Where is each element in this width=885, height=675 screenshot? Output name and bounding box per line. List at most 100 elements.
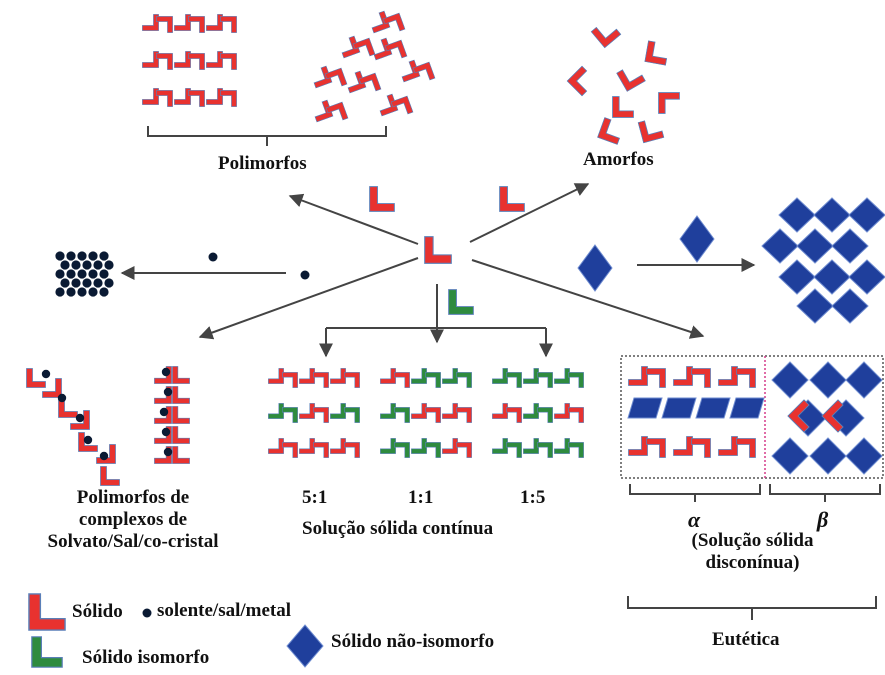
solvent-particle	[55, 287, 65, 297]
crystal-unit	[394, 372, 410, 388]
crystal-unit	[344, 442, 360, 458]
polymorph-grid-b	[309, 10, 436, 125]
solvent-particle	[82, 278, 92, 288]
polymorph-grid-a	[142, 14, 237, 107]
crystal-unit	[492, 368, 508, 384]
crystal-unit	[299, 403, 315, 419]
label-ratio-5-1: 5:1	[302, 487, 328, 508]
solvent-particle	[60, 278, 70, 288]
legend-isomorph-icon	[31, 636, 63, 668]
crystal-unit	[644, 40, 670, 66]
non-isomorph-unit	[813, 259, 851, 295]
solvent-particle	[88, 251, 98, 261]
crystal-unit	[100, 466, 120, 486]
crystal-unit	[282, 407, 298, 423]
solvent-particle	[71, 278, 81, 288]
non-isomorph-unit	[845, 437, 883, 475]
crystal-unit	[313, 372, 329, 388]
crystal-unit	[330, 403, 346, 419]
solvent-particle	[163, 387, 173, 397]
solvent-particle	[159, 407, 169, 417]
arrow-solid-left	[369, 186, 395, 212]
crystal-unit	[26, 368, 46, 388]
blue-layer	[695, 397, 731, 419]
blue-layer	[729, 397, 765, 419]
crystal-unit	[456, 372, 472, 388]
crystal-unit	[736, 438, 756, 458]
crystal-unit	[411, 403, 427, 419]
label-disc-line1: (Solução sólida	[691, 530, 814, 551]
crystal-unit	[425, 407, 441, 423]
crystal-unit	[282, 442, 298, 458]
solvent-particle	[163, 447, 173, 457]
solid-solution-5-1	[268, 368, 360, 458]
isomorph-solid	[448, 289, 474, 315]
crystal-unit	[299, 368, 315, 384]
crystal-unit	[568, 407, 584, 423]
crystal-unit	[590, 17, 622, 49]
solvent-particle	[93, 278, 103, 288]
solvent-particle	[66, 287, 76, 297]
crystal-unit	[616, 62, 646, 92]
solvent-particle	[88, 287, 98, 297]
label-complexos-line3: Solvato/Sal/co-cristal	[47, 530, 219, 552]
crystal-unit	[282, 372, 298, 388]
non-isomorph-unit	[809, 361, 847, 399]
solvent-dot-b	[300, 270, 310, 280]
crystal-unit	[313, 442, 329, 458]
eutetica-bracket	[627, 596, 877, 620]
crystal-unit	[394, 442, 410, 458]
crystal-unit	[566, 65, 598, 97]
non-isomorph-unit	[679, 215, 715, 263]
crystal-unit	[172, 426, 190, 444]
solvent-particle	[71, 260, 81, 270]
crystal-unit	[673, 366, 693, 386]
solvent-particle	[66, 251, 76, 261]
crystal-unit	[425, 372, 441, 388]
crystal-unit	[523, 403, 539, 419]
crystal-unit	[425, 442, 441, 458]
non-isomorph-unit	[771, 361, 809, 399]
diamond-single-b	[679, 215, 715, 263]
label-eutetica: Eutética	[712, 629, 780, 650]
crystal-unit	[172, 386, 190, 404]
crystal-unit	[492, 438, 508, 454]
crystal-unit	[537, 407, 553, 423]
crystal-unit	[554, 403, 570, 419]
non-isomorph-unit	[771, 437, 809, 475]
amorphous-scatter	[566, 17, 680, 145]
crystal-unit	[628, 366, 648, 386]
solvent-particle	[57, 393, 67, 403]
crystal-unit	[718, 366, 738, 386]
non-isomorph-unit	[761, 228, 799, 264]
crystal-unit	[344, 372, 360, 388]
crystal-unit	[523, 368, 539, 384]
solvent-particle	[88, 269, 98, 279]
solvent-particle	[93, 260, 103, 270]
crystal-unit	[394, 407, 410, 423]
solvent-particle	[77, 251, 87, 261]
label-ratio-1-1: 1:1	[408, 487, 434, 508]
crystal-unit	[442, 438, 458, 454]
crystal-unit	[568, 442, 584, 458]
solvent-particle	[60, 260, 70, 270]
crystal-unit	[646, 368, 666, 388]
complex-solvate-a	[26, 368, 120, 486]
crystal-unit	[268, 403, 284, 419]
label-complexos: Polimorfos de complexos de Solvato/Sal/c…	[2, 487, 264, 553]
non-isomorph-unit	[848, 259, 885, 295]
non-isomorph-unit	[831, 228, 869, 264]
crystal-unit	[154, 426, 172, 444]
label-polimorfos: Polimorfos	[218, 153, 307, 174]
center-solid	[424, 236, 452, 264]
non-isomorph-unit	[577, 244, 613, 292]
legend-solvent-icon	[142, 608, 152, 618]
crystal-unit	[612, 96, 634, 118]
crystal-unit	[691, 438, 711, 458]
legend-solvente-label: solente/sal/metal	[157, 600, 292, 621]
solvent-particle	[41, 369, 51, 379]
crystal-unit	[456, 407, 472, 423]
crystal-unit	[380, 403, 396, 419]
